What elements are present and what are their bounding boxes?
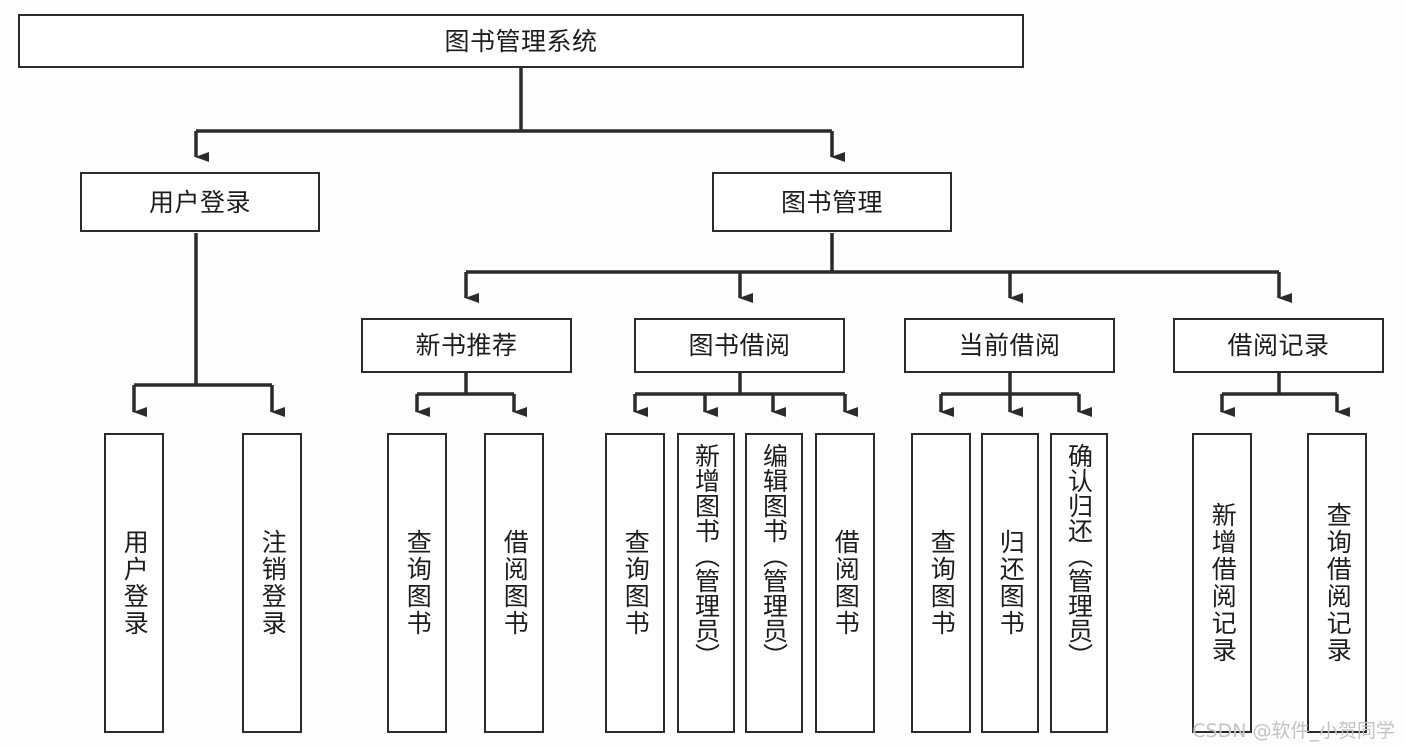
leaf-edit-book-admin[interactable]: 编辑图书（管理员） <box>745 433 803 733</box>
leaf-borrow-book[interactable]: 借阅图书 <box>815 433 875 733</box>
node-label: 借阅图书 <box>500 529 530 637</box>
leaf-query-book-borrow[interactable]: 查询图书 <box>605 433 665 733</box>
node-label: 查询借阅记录 <box>1323 502 1353 664</box>
node-label: 注销登录 <box>258 529 288 637</box>
node-new-book-recommend[interactable]: 新书推荐 <box>361 318 572 373</box>
node-borrow-record[interactable]: 借阅记录 <box>1173 318 1384 373</box>
node-book-borrow[interactable]: 图书借阅 <box>634 318 845 373</box>
node-label: 图书管理系统 <box>444 26 598 56</box>
node-label: 新书推荐 <box>415 331 518 360</box>
node-root-book-management-system[interactable]: 图书管理系统 <box>18 14 1024 68</box>
node-label: 图书借阅 <box>688 331 791 360</box>
leaf-borrow-book-new[interactable]: 借阅图书 <box>484 433 544 733</box>
node-label: 用户登录 <box>148 187 251 217</box>
node-label: 新增借阅记录 <box>1208 502 1238 664</box>
leaf-query-borrow-record[interactable]: 查询借阅记录 <box>1307 433 1367 733</box>
leaf-logout[interactable]: 注销登录 <box>242 433 302 733</box>
node-label: 确认归还（管理员） <box>1064 443 1094 668</box>
node-label: 查询图书 <box>927 529 957 637</box>
node-label: 新增图书（管理员） <box>691 443 721 668</box>
node-label: 编辑图书（管理员） <box>759 443 789 668</box>
leaf-return-book[interactable]: 归还图书 <box>981 433 1039 733</box>
leaf-user-login[interactable]: 用户登录 <box>104 433 164 733</box>
node-user-login[interactable]: 用户登录 <box>80 172 320 232</box>
node-label: 借阅图书 <box>831 529 861 637</box>
node-label: 归还图书 <box>996 529 1026 637</box>
csdn-watermark: CSDN @软件_小贺同学 <box>1192 720 1395 742</box>
node-current-borrow[interactable]: 当前借阅 <box>904 318 1115 373</box>
leaf-add-borrow-record[interactable]: 新增借阅记录 <box>1192 433 1252 733</box>
leaf-query-book-current[interactable]: 查询图书 <box>911 433 971 733</box>
leaf-add-book-admin[interactable]: 新增图书（管理员） <box>677 433 735 733</box>
leaf-confirm-return-admin[interactable]: 确认归还（管理员） <box>1050 433 1108 733</box>
node-book-management[interactable]: 图书管理 <box>712 172 952 232</box>
node-label: 借阅记录 <box>1227 331 1330 360</box>
node-label: 图书管理 <box>780 187 883 217</box>
node-label: 查询图书 <box>621 529 651 637</box>
node-label: 查询图书 <box>403 529 433 637</box>
leaf-query-book-new[interactable]: 查询图书 <box>387 433 447 733</box>
node-label: 用户登录 <box>120 529 150 637</box>
node-label: 当前借阅 <box>958 331 1061 360</box>
